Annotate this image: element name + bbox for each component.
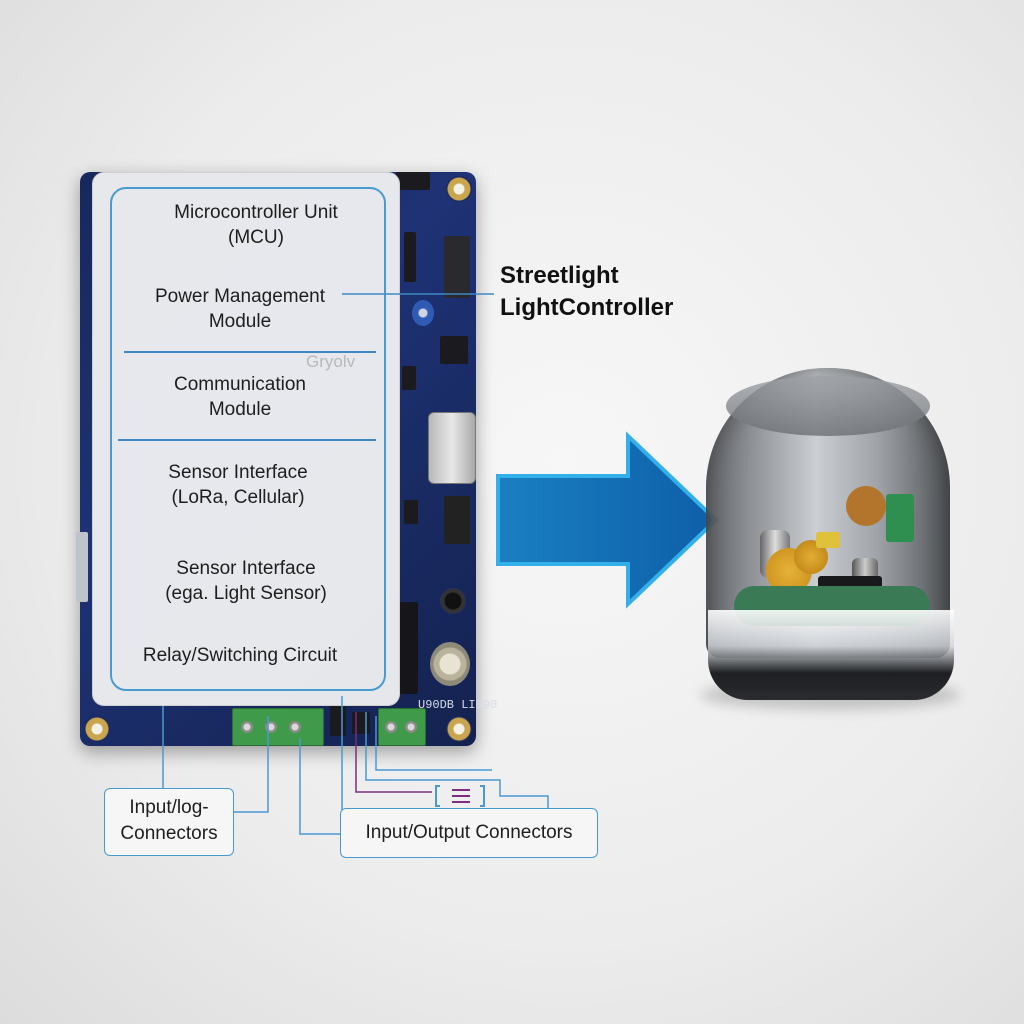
divider	[124, 351, 376, 353]
callout-line	[234, 716, 269, 813]
pcb-chip	[404, 500, 418, 524]
module-communication: Communication Module	[100, 372, 380, 422]
module-label: Power Management	[154, 286, 326, 307]
callout-line	[355, 712, 432, 793]
callout-line	[365, 712, 549, 808]
terminal-block	[378, 708, 426, 746]
pcb-silkscreen-label: U90DB LI090	[418, 698, 498, 712]
capacitor-icon	[412, 300, 434, 326]
mounting-hole	[84, 716, 110, 742]
screw-icon	[241, 721, 253, 733]
callout-input-log-connectors: Input/log- Connectors	[104, 788, 234, 856]
controller-base	[708, 610, 954, 700]
module-label: Sensor Interface	[176, 558, 316, 579]
module-label: Relay/Switching Circuit	[142, 645, 338, 666]
pcb-chip	[440, 336, 468, 364]
module-label: Sensor Interface	[168, 462, 308, 483]
module-label: Microcontroller Unit	[174, 202, 338, 223]
bracket-icon	[480, 785, 485, 807]
callout-line	[299, 738, 340, 835]
side-connector	[76, 532, 88, 602]
callout-line	[375, 716, 492, 771]
screw-icon	[385, 721, 397, 733]
dome-top	[726, 376, 930, 436]
callout-input-output-connectors: Input/Output Connectors	[340, 808, 598, 858]
divider	[118, 439, 376, 441]
module-label: (MCU)	[228, 227, 284, 248]
mounting-hole	[446, 716, 472, 742]
dip-switch-icon	[444, 496, 470, 544]
title-line: LightController	[500, 294, 674, 321]
screw-icon	[289, 721, 301, 733]
callout-text: Connectors	[120, 823, 218, 844]
pcb-chip	[402, 366, 416, 390]
module-sensor-lora: Sensor Interface (LoRa, Cellular)	[98, 460, 378, 510]
module-label: Module	[208, 399, 272, 420]
buzzer-icon	[440, 588, 466, 614]
callout-text: Input/log-	[129, 797, 209, 818]
pcb-module	[400, 602, 418, 694]
pcb-antenna-module	[886, 494, 914, 542]
module-mcu: Microcontroller Unit (MCU)	[116, 200, 396, 250]
module-label: Communication	[174, 374, 306, 395]
terminal-block	[232, 708, 324, 746]
bracket-icon	[435, 785, 440, 807]
usb-c-port-icon	[428, 412, 476, 484]
pcb-brand-mark: Gryolv	[306, 352, 356, 371]
module-list-frame	[110, 187, 386, 691]
transformer-icon	[846, 486, 886, 526]
module-label: (LoRa, Cellular)	[171, 487, 305, 508]
pcb-relay	[444, 236, 470, 298]
pcb-chip	[396, 172, 430, 190]
module-label: Module	[208, 311, 272, 332]
flow-arrow-icon	[496, 431, 719, 609]
module-label: (ega. Light Sensor)	[165, 583, 327, 604]
capacitor-icon	[816, 532, 840, 548]
module-power: Power Management Module	[100, 284, 380, 334]
device-title: Streetlight LightController	[500, 260, 673, 324]
pcb-chip	[404, 232, 416, 282]
mounting-hole	[446, 176, 472, 202]
coin-battery-icon	[430, 642, 470, 686]
module-relay: Relay/Switching Circuit	[100, 643, 380, 668]
title-line: Streetlight	[500, 262, 619, 289]
screw-icon	[405, 721, 417, 733]
module-sensor-light: Sensor Interface (ega. Light Sensor)	[106, 556, 386, 606]
